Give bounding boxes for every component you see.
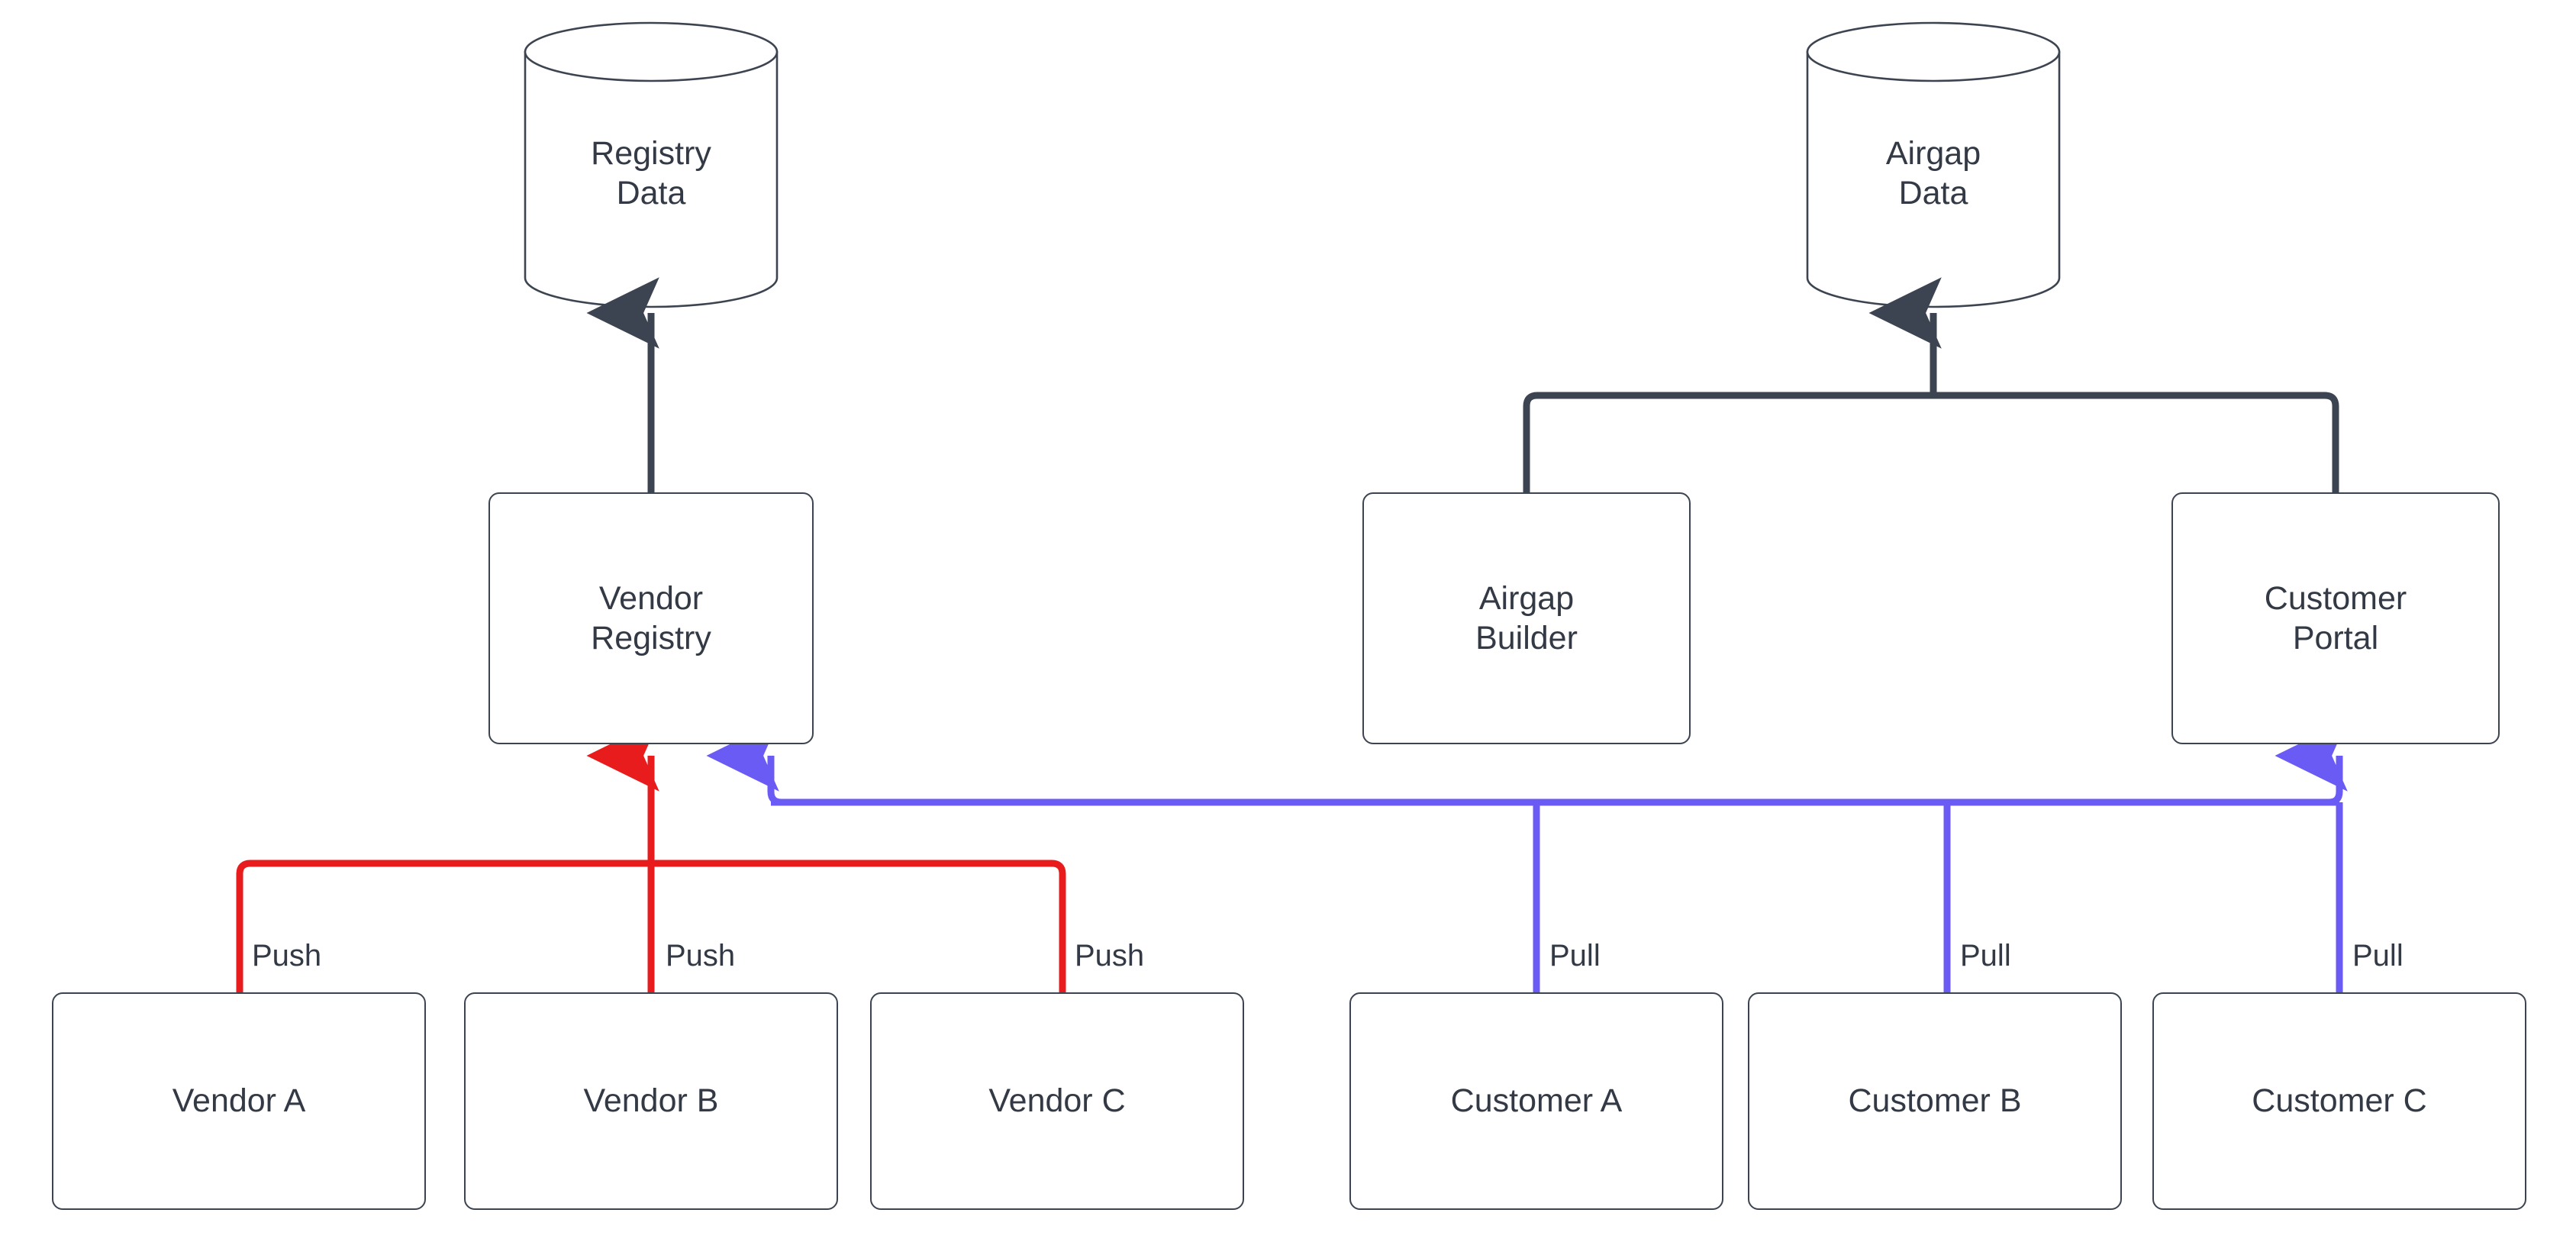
edge-label-pull-customer-a: Pull: [1549, 939, 1601, 973]
vendor-c-node[interactable]: Vendor C: [870, 992, 1244, 1210]
airgap-data-node[interactable]: Airgap Data: [1807, 23, 2059, 307]
customer-portal-label: Customer Portal: [2264, 579, 2407, 656]
edge-vendor-a-push: [236, 860, 651, 992]
edge-airgap-builder-to-airgap-data: [1523, 392, 1933, 492]
edge-label-push-vendor-c: Push: [1075, 939, 1145, 973]
customer-c-node[interactable]: Customer C: [2152, 992, 2526, 1210]
customer-a-label: Customer A: [1450, 1082, 1623, 1120]
edge-label-pull-customer-c: Pull: [2352, 939, 2404, 973]
airgap-builder-node[interactable]: Airgap Builder: [1362, 492, 1691, 744]
vendor-registry-label: Vendor Registry: [591, 579, 711, 656]
registry-data-label: Registry Data: [591, 135, 711, 212]
customer-b-label: Customer B: [1848, 1082, 2022, 1120]
airgap-data-label: Airgap Data: [1885, 135, 1981, 212]
customer-a-node[interactable]: Customer A: [1349, 992, 1723, 1210]
vendor-b-label: Vendor B: [583, 1082, 719, 1120]
customer-b-node[interactable]: Customer B: [1748, 992, 2122, 1210]
edge-pull-bus-elbow-left: [706, 720, 782, 806]
airgap-builder-label: Airgap Builder: [1475, 579, 1578, 656]
registry-data-node[interactable]: Registry Data: [525, 23, 777, 307]
vendor-b-node[interactable]: Vendor B: [464, 992, 838, 1210]
vendor-c-label: Vendor C: [988, 1082, 1126, 1120]
vendor-a-node[interactable]: Vendor A: [52, 992, 426, 1210]
customer-portal-node[interactable]: Customer Portal: [2171, 492, 2500, 744]
edge-label-pull-customer-b: Pull: [1960, 939, 2011, 973]
edge-pull-bus-elbow-right: [2275, 720, 2348, 806]
edge-customer-portal-to-airgap-data: [1933, 392, 2339, 492]
edge-vendor-c-push: [651, 860, 1066, 992]
customer-c-label: Customer C: [2252, 1082, 2427, 1120]
vendor-a-label: Vendor A: [172, 1082, 306, 1120]
vendor-registry-node[interactable]: Vendor Registry: [488, 492, 814, 744]
edge-label-push-vendor-b: Push: [666, 939, 736, 973]
edge-label-push-vendor-a: Push: [252, 939, 322, 973]
